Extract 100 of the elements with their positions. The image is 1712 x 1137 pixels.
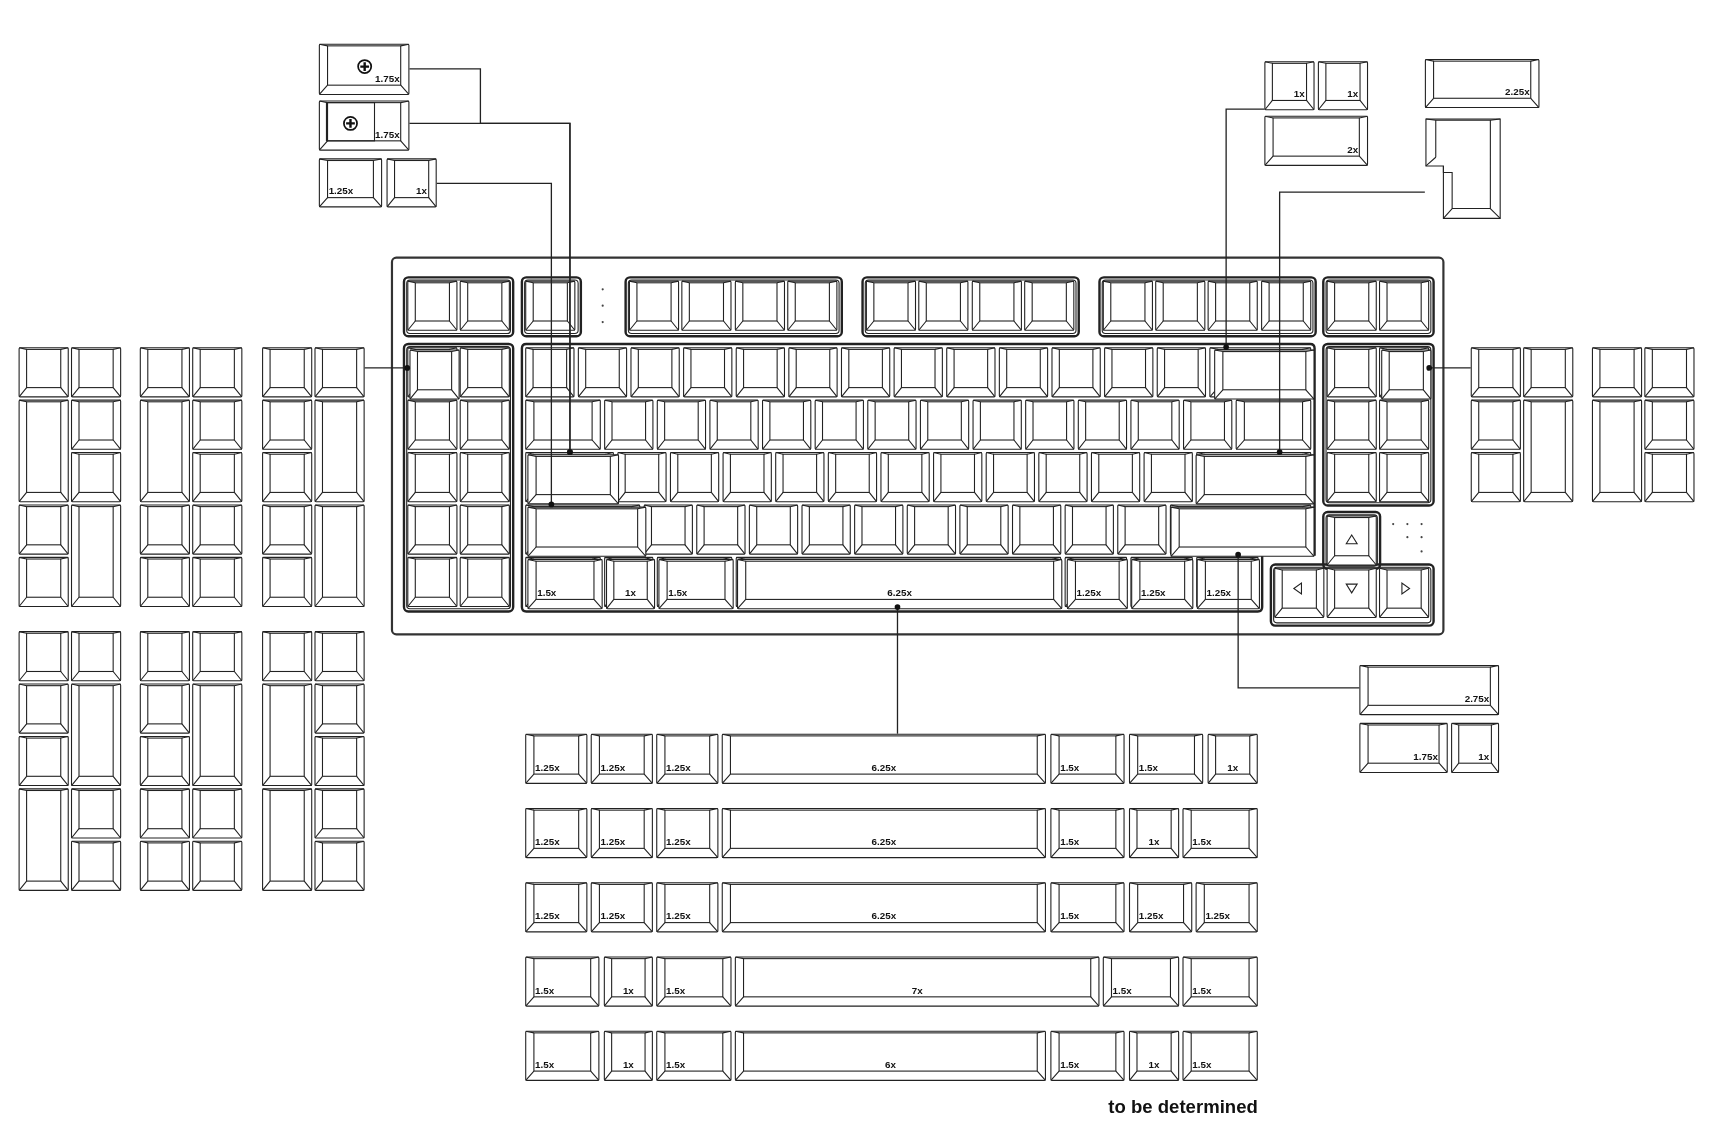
size-label: 1.5x	[1060, 910, 1080, 922]
leader-line	[894, 604, 901, 735]
keycap	[1128, 882, 1193, 933]
keycap	[721, 807, 1046, 859]
keycap	[527, 559, 603, 610]
keycap	[318, 100, 410, 151]
size-label: 1.25x	[1206, 587, 1232, 599]
keycap	[1050, 807, 1125, 859]
size-label: 1.5x	[668, 587, 688, 599]
keycap	[1196, 559, 1260, 610]
size-label: 1.25x	[1205, 910, 1230, 922]
keycap	[1424, 58, 1540, 109]
size-label: 6.25x	[870, 836, 898, 848]
keycap	[603, 1030, 653, 1081]
keycap	[1359, 722, 1448, 773]
size-label: 1x	[1478, 751, 1490, 763]
keycap	[1195, 882, 1258, 933]
leader-line	[1223, 108, 1265, 351]
keycap	[1050, 1030, 1125, 1081]
keycap	[656, 956, 732, 1007]
keycap	[721, 882, 1046, 933]
size-label: 1.75x	[375, 128, 400, 140]
leader-line	[436, 182, 555, 508]
keycap	[1264, 115, 1369, 166]
size-label: 1.5x	[1192, 984, 1212, 996]
keycap	[1128, 1030, 1180, 1081]
keycap	[525, 1030, 600, 1081]
keycap	[525, 733, 588, 784]
size-label: 1.25x	[666, 836, 691, 848]
keycap	[1050, 733, 1125, 784]
keycap	[1066, 559, 1128, 610]
leader-line	[364, 365, 411, 371]
size-label: 1.5x	[1138, 762, 1158, 773]
size-label: 1.25x	[535, 762, 560, 773]
keycap	[656, 1030, 732, 1081]
size-label: 1.5x	[1192, 1059, 1212, 1070]
keycap	[525, 807, 588, 859]
keycap	[525, 882, 588, 933]
keycap	[386, 158, 437, 208]
size-label: 2.75x	[1464, 693, 1490, 705]
keycap	[527, 506, 647, 557]
size-label: 1.5x	[535, 1059, 555, 1070]
keycap	[1451, 722, 1500, 773]
size-label: 1.25x	[666, 762, 691, 773]
size-label: 7x	[910, 984, 924, 996]
leader-line	[1235, 551, 1360, 689]
keycap	[1381, 349, 1432, 400]
note-text: to be determined	[1108, 1096, 1258, 1119]
size-label: 1.25x	[600, 762, 626, 773]
size-label: 1.5x	[537, 587, 557, 599]
size-label: 6.25x	[886, 587, 913, 599]
size-label: 1.25x	[1138, 910, 1164, 922]
keycap-set-drawing	[1591, 347, 1695, 503]
size-label: 1.25x	[666, 910, 691, 922]
keycap	[1050, 882, 1125, 933]
keycap	[656, 807, 719, 859]
size-label: 1x	[415, 185, 427, 197]
size-label: 1x	[1226, 762, 1240, 773]
size-label: 1.75x	[375, 73, 400, 85]
keycap	[590, 882, 653, 933]
keycap	[605, 559, 656, 610]
size-label: 1.5x	[1192, 836, 1212, 848]
keycap	[318, 158, 383, 208]
keycap	[1264, 61, 1315, 111]
size-label: 1x	[1147, 836, 1161, 848]
keycap	[603, 956, 653, 1007]
keycap-set-drawing	[139, 631, 243, 890]
keycap	[1170, 506, 1315, 557]
leader-line	[1426, 365, 1472, 371]
size-label: 1.5x	[666, 1059, 686, 1070]
size-label: 1.5x	[1060, 836, 1080, 848]
keycap	[1317, 61, 1369, 111]
keycap	[525, 956, 600, 1007]
keycap	[409, 349, 460, 400]
keycap	[590, 733, 653, 784]
keycap	[1102, 956, 1180, 1007]
size-label: 1x	[1347, 88, 1359, 100]
size-label: 1.25x	[1076, 587, 1102, 599]
keycap	[1195, 454, 1315, 505]
keycap	[1182, 807, 1258, 859]
size-label: 6x	[883, 1059, 897, 1070]
size-label: 6.25x	[870, 762, 898, 773]
size-label: 1.5x	[1060, 1059, 1080, 1070]
size-label: 1.5x	[1060, 762, 1080, 773]
size-label: 1.5x	[535, 984, 555, 996]
keycap-set-drawing	[262, 631, 365, 890]
keycap	[1359, 664, 1500, 716]
keycap	[1182, 956, 1258, 1007]
size-label: 1.5x	[666, 984, 686, 996]
keycap	[734, 956, 1100, 1007]
size-label: 1x	[621, 984, 635, 996]
keycap-set-drawing	[262, 347, 365, 606]
keycap	[527, 454, 620, 505]
keycap	[1131, 559, 1194, 610]
size-label: 1.5x	[1112, 984, 1132, 996]
size-label: 1x	[1293, 88, 1305, 100]
iso-enter-keycap	[1424, 117, 1502, 220]
size-label: 1.75x	[1413, 751, 1438, 763]
keycap	[656, 882, 719, 933]
size-label: 1.25x	[600, 836, 626, 848]
